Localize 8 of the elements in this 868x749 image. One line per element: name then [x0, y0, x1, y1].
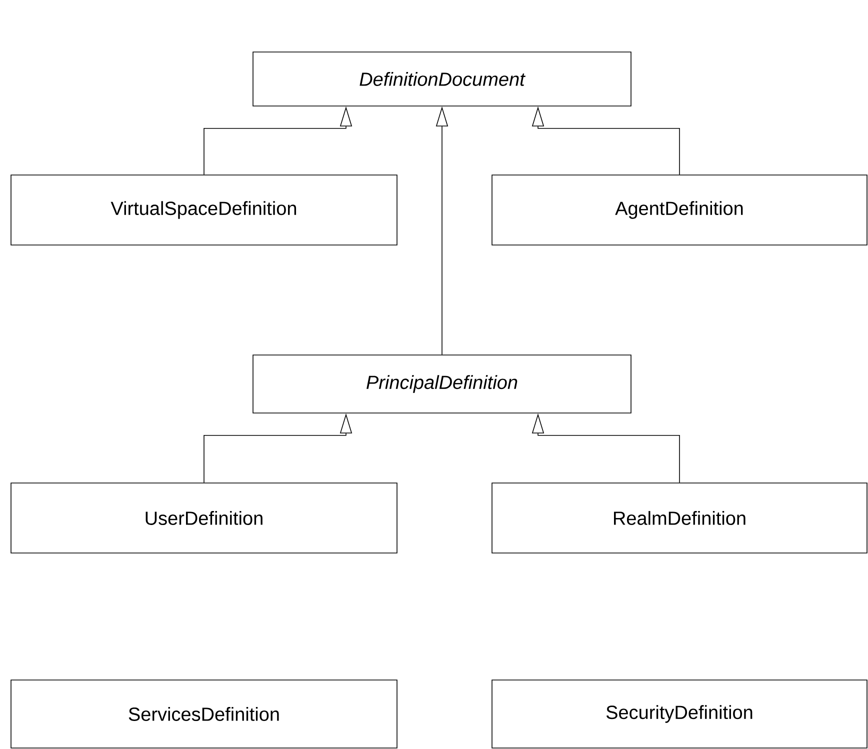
class-box: UserDefinition	[10, 482, 398, 554]
class-box: SecurityDefinition	[492, 680, 868, 748]
class-box: ServicesDefinition	[10, 680, 398, 748]
class-box: RealmDefinition	[492, 482, 868, 554]
class-box: DefinitionDocument	[252, 52, 632, 106]
class-box: PrincipalDefinition	[252, 354, 632, 414]
class-box: AgentDefinition	[492, 174, 868, 246]
class-box: VirtualSpaceDefinition	[10, 174, 398, 246]
